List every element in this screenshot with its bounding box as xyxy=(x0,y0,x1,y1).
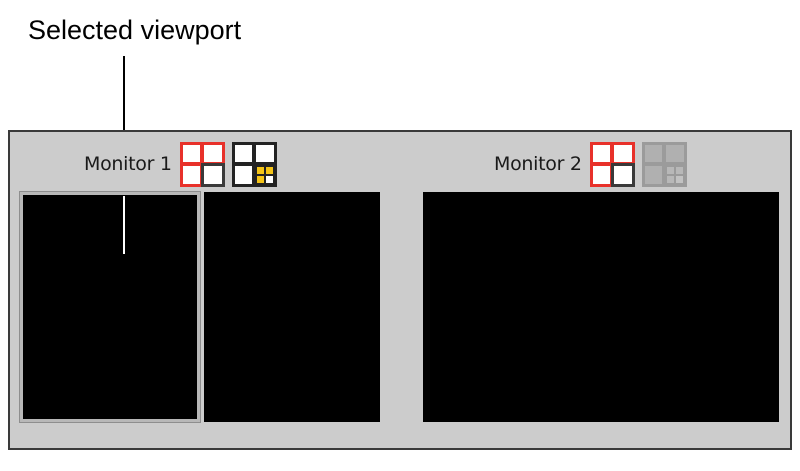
monitor-2-layout-2x2-red-icon[interactable] xyxy=(589,141,635,187)
monitor-1-header: Monitor 1 xyxy=(84,141,277,187)
layout-cell-bottom-left xyxy=(179,163,204,187)
layout-cell-bottom-left xyxy=(589,163,614,187)
monitor-2-header: Monitor 2 xyxy=(494,141,687,187)
layout-cell-top-right xyxy=(253,141,277,165)
layout-cell-top-left xyxy=(589,141,614,165)
viewport-3[interactable] xyxy=(423,192,779,422)
layout-cell-top-right xyxy=(611,141,635,165)
monitor-1-layout-2x2-red-icon[interactable] xyxy=(179,141,225,187)
layout-cell-bottom-left xyxy=(641,163,666,187)
layout-cell-bottom-right-subdivided xyxy=(253,163,277,187)
layout-cell-top-left xyxy=(231,141,256,165)
layout-cell-bottom-left xyxy=(231,163,256,187)
monitor-2-label: Monitor 2 xyxy=(494,153,582,175)
layout-cell-top-right xyxy=(201,141,225,165)
viewport-1-selected[interactable] xyxy=(20,192,200,422)
annotation-leader-line xyxy=(123,56,125,132)
subcell-bottom-right xyxy=(673,173,685,185)
annotation-label: Selected viewport xyxy=(28,15,242,45)
layout-cell-top-left xyxy=(641,141,666,165)
layout-cell-bottom-right-subdivided xyxy=(663,163,687,187)
layout-cell-bottom-right xyxy=(201,163,225,187)
layout-cell-top-left xyxy=(179,141,204,165)
monitor-1-label: Monitor 1 xyxy=(84,153,172,175)
monitor-1-layout-subdivided-icon[interactable] xyxy=(231,141,277,187)
monitor-2-layout-subdivided-icon-disabled xyxy=(641,141,687,187)
annotation-leader-line-inner xyxy=(123,196,125,254)
layout-cell-top-right xyxy=(663,141,687,165)
subcell-bottom-right xyxy=(263,173,275,185)
viewport-2[interactable] xyxy=(204,192,380,422)
monitor-panel: Monitor 1 Monitor 2 xyxy=(8,130,792,450)
layout-cell-bottom-right xyxy=(611,163,635,187)
